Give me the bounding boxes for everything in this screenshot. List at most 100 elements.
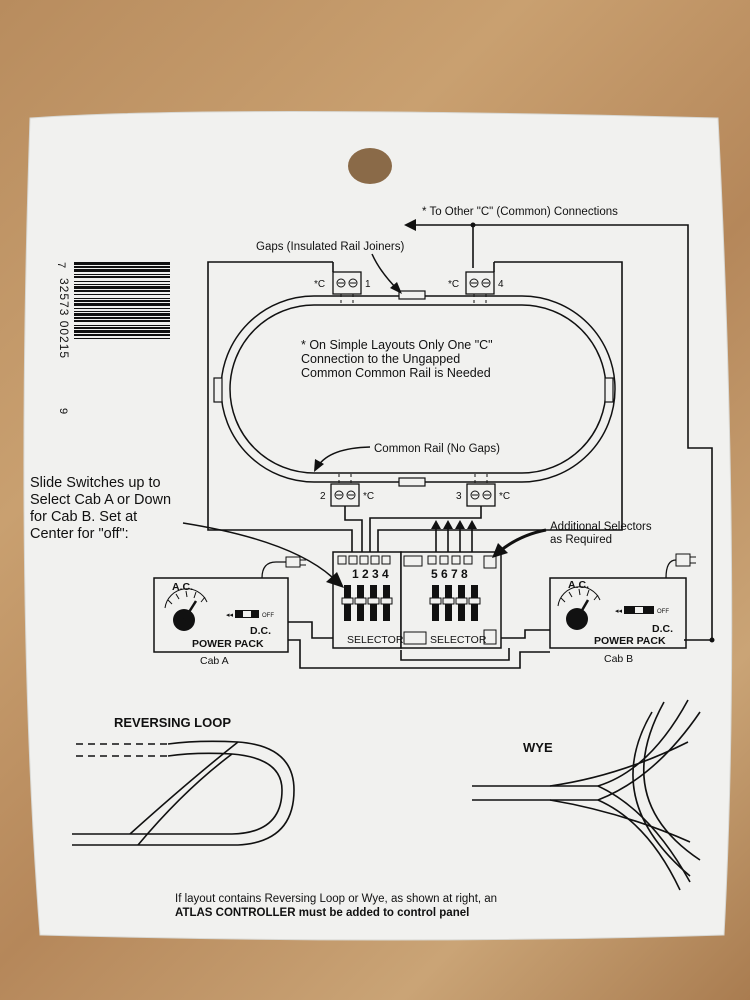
additional-selectors-line1: Additional Selectors [550, 521, 652, 533]
barcode-bar [74, 276, 170, 278]
cab-b-label: Cab B [604, 653, 633, 665]
barcode-bar [74, 308, 170, 309]
gaps-label: Gaps (Insulated Rail Joiners) [256, 241, 404, 253]
terminal-3-label: 3 [456, 491, 462, 502]
wire-junction [470, 222, 476, 228]
simple-layout-note-line3: Common Common Rail is Needed [301, 366, 491, 380]
barcode-bar [74, 290, 170, 292]
terminal-block-3 [466, 483, 496, 507]
selector-panel-right [400, 551, 502, 649]
selector-right-label: SELECTOR [430, 634, 487, 646]
slide-switches-line2: Select Cab A or Down [30, 492, 171, 508]
arrow-head [431, 520, 477, 529]
barcode-number: 32573 00215 [57, 278, 71, 359]
plug-icon [285, 556, 306, 568]
barcode-bar [74, 334, 170, 336]
power-pack-a: ◂◂ OFF [153, 577, 289, 653]
selector-left-label: SELECTOR [347, 634, 404, 646]
barcode-bar [74, 300, 170, 302]
common-wire [413, 224, 713, 641]
terminal-4-label: 4 [498, 279, 504, 290]
wye-track [472, 699, 701, 891]
c-mark-3: *C [499, 491, 510, 502]
power-pack-a-title: POWER PACK [192, 638, 264, 650]
power-cords [261, 559, 677, 579]
barcode-bar [74, 286, 170, 289]
simple-layout-note-line1: * On Simple Layouts Only One "C" [301, 338, 493, 352]
wire-junction [709, 637, 715, 643]
barcode-bar [74, 303, 170, 306]
barcode-bar [74, 317, 170, 319]
terminal-block-2 [330, 483, 360, 507]
barcode-bar [74, 281, 170, 282]
selector-panel-left [332, 551, 402, 649]
gap-joiner [213, 377, 223, 403]
slide-switches-line1: Slide Switches up to [30, 475, 161, 491]
arrow-head [390, 282, 402, 294]
power-pack-b-dc: D.C. [652, 623, 673, 635]
arrow-head [326, 572, 344, 588]
simple-layout-note-line2: Connection to the Ungapped [301, 352, 460, 366]
footer-line1: If layout contains Reversing Loop or Wye… [175, 893, 497, 905]
barcode-bar [74, 269, 170, 272]
barcode-bar [74, 274, 170, 275]
gap-joiner [604, 377, 614, 403]
barcode-bar [74, 298, 170, 299]
barcode-bar [74, 262, 170, 265]
selector-right-numbers: 5 6 7 8 [431, 567, 468, 581]
barcode-bar [74, 294, 170, 295]
gap-joiner [398, 477, 426, 487]
barcode-bar [74, 266, 170, 268]
cab-a-label: Cab A [200, 655, 229, 667]
power-pack-b-title: POWER PACK [594, 635, 666, 647]
power-pack-b-ac: A.C. [568, 579, 589, 591]
arrow-head [404, 219, 416, 231]
barcode-bar [74, 284, 170, 285]
barcode-bar [74, 325, 170, 326]
gap-joiner [398, 290, 426, 300]
plug-icon [675, 553, 696, 567]
barcode [74, 262, 170, 339]
reversing-loop-label: REVERSING LOOP [114, 715, 231, 730]
svg-text:◂◂: ◂◂ [226, 612, 234, 619]
card [23, 111, 733, 941]
reversing-loop-track [72, 740, 295, 846]
svg-text:◂◂: ◂◂ [615, 608, 623, 615]
selector-left-numbers: 1 2 3 4 [352, 567, 389, 581]
slide-switches-pointer [182, 522, 333, 578]
svg-text:OFF: OFF [262, 613, 274, 619]
barcode-bar [74, 338, 170, 339]
power-wires [288, 621, 686, 669]
terminal-dashes [338, 294, 488, 484]
barcode-trailing-digit: 9 [57, 408, 69, 414]
power-pack-b: ◂◂ OFF [549, 577, 687, 649]
power-pack-a-ac: A.C. [172, 581, 193, 593]
barcode-bar [74, 320, 170, 322]
additional-selectors-line2: as Required [550, 534, 612, 546]
c-mark-4: *C [448, 279, 459, 290]
terminal-block-4 [465, 271, 495, 295]
slide-switches-line4: Center for "off": [30, 526, 129, 542]
barcode-bar [74, 327, 170, 329]
barcode-bar [74, 330, 170, 333]
footer-line2: ATLAS CONTROLLER must be added to contro… [175, 907, 469, 919]
c-mark-1: *C [314, 279, 325, 290]
additional-arrows [435, 526, 473, 552]
c-mark-2: *C [363, 491, 374, 502]
wye-label: WYE [523, 740, 553, 755]
terminal-block-1 [332, 271, 362, 295]
to-other-common-label: * To Other "C" (Common) Connections [422, 206, 618, 218]
svg-text:OFF: OFF [657, 609, 669, 615]
barcode-bar [74, 311, 170, 312]
arrow-head [492, 543, 508, 558]
arrow-head [314, 459, 324, 472]
hang-hole [348, 148, 392, 184]
barcode-bar [74, 313, 170, 316]
barcode-leading-digit: 7 [55, 262, 67, 268]
terminal-1-label: 1 [365, 279, 371, 290]
track-wires [207, 261, 623, 552]
terminal-2-label: 2 [320, 491, 326, 502]
slide-switches-line3: for Cab B. Set at [30, 509, 137, 525]
common-rail-label: Common Rail (No Gaps) [374, 443, 500, 455]
